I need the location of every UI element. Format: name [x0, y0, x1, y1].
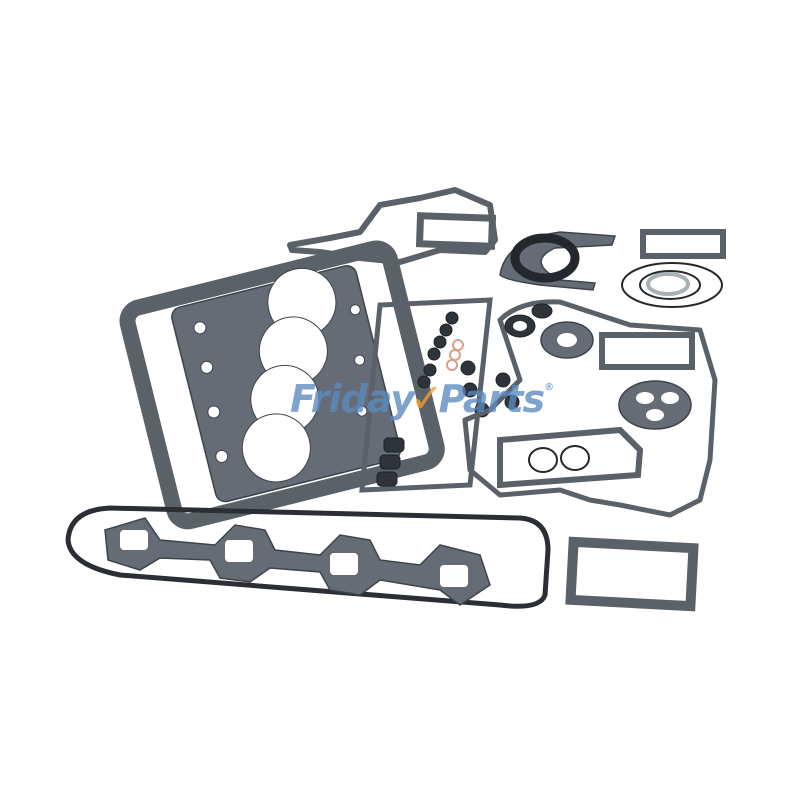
valve-cover-gasket — [65, 505, 551, 609]
watermark-text-parts: Parts — [438, 377, 546, 421]
valve-stem-seals — [376, 311, 520, 487]
checkmark-icon: ✓ — [410, 376, 444, 422]
water-pump-gasket — [540, 321, 594, 359]
front-plate-gasket — [462, 299, 718, 518]
square-cover-gasket — [565, 536, 699, 612]
rocker-cover-strip-gasket — [359, 297, 493, 493]
o-rings — [528, 262, 723, 473]
crankshaft-seal-plate — [499, 231, 617, 291]
rectangular-cover-gasket — [599, 332, 695, 370]
watermark-text-friday: Friday — [290, 377, 415, 421]
oil-cooler-gasket — [497, 426, 644, 489]
copper-washers — [446, 339, 464, 371]
small-square-gasket-top — [415, 212, 497, 250]
oil-pan-gasket — [119, 240, 445, 530]
registered-mark: ® — [544, 382, 554, 393]
thermostat-cover-gasket — [640, 229, 726, 259]
cylinder-head-gasket — [171, 265, 402, 503]
fridayparts-watermark: Friday ✓ Parts ® — [290, 374, 554, 424]
small-oil-seals — [504, 303, 553, 338]
exhaust-manifold-gasket — [104, 517, 491, 606]
three-spoke-gasket — [618, 380, 692, 430]
